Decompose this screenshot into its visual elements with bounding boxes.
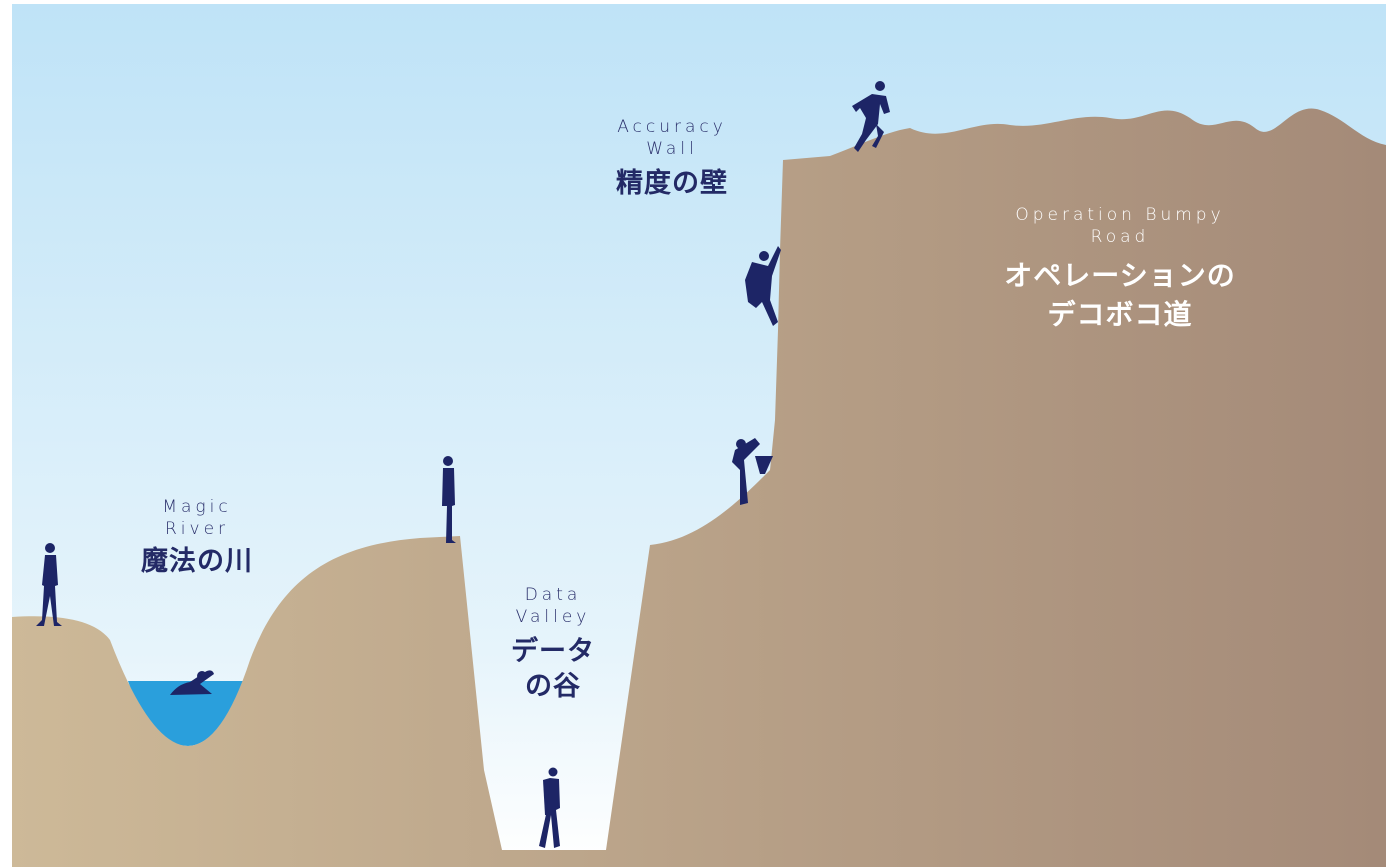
climber-icon (745, 246, 781, 326)
runner-icon (852, 81, 890, 152)
data-valley-ja-line2: の谷 (525, 671, 581, 703)
operation-road-ja-line1: オペレーションの (1004, 259, 1236, 293)
operation-road-ja-line2: デコボコ道 (1047, 298, 1193, 332)
walking-person-icon (36, 543, 62, 626)
terrain-ground (12, 108, 1386, 867)
magic-river-en-line1: Magic (162, 497, 232, 517)
accuracy-wall-en-line2: Wall (646, 139, 698, 160)
magic-river-ja: 魔法の川 (141, 546, 253, 578)
operation-road-en-line1: Operation Bumpy (1015, 205, 1225, 225)
standing-person-icon (442, 456, 456, 543)
backpacker-icon (539, 767, 560, 848)
accuracy-wall-label: Accuracy Wall 精度の壁 (584, 116, 760, 201)
magic-river-en-line2: River (164, 519, 230, 540)
accuracy-wall-ja: 精度の壁 (616, 168, 728, 200)
data-valley-en-line2: Valley (515, 607, 591, 628)
operation-road-en-line2: Road (1090, 227, 1150, 248)
bending-person-icon (732, 438, 773, 505)
magic-river-label: Magic River 魔法の川 (112, 496, 282, 579)
swimmer-icon (170, 670, 214, 695)
data-valley-en-line1: Data (524, 585, 582, 605)
operation-road-label: Operation Bumpy Road オペレーションの デコボコ道 (960, 204, 1280, 335)
data-valley-label: Data Valley データ の谷 (478, 584, 628, 704)
data-valley-ja-line1: データ (511, 636, 595, 668)
accuracy-wall-en-line1: Accuracy (617, 117, 727, 137)
